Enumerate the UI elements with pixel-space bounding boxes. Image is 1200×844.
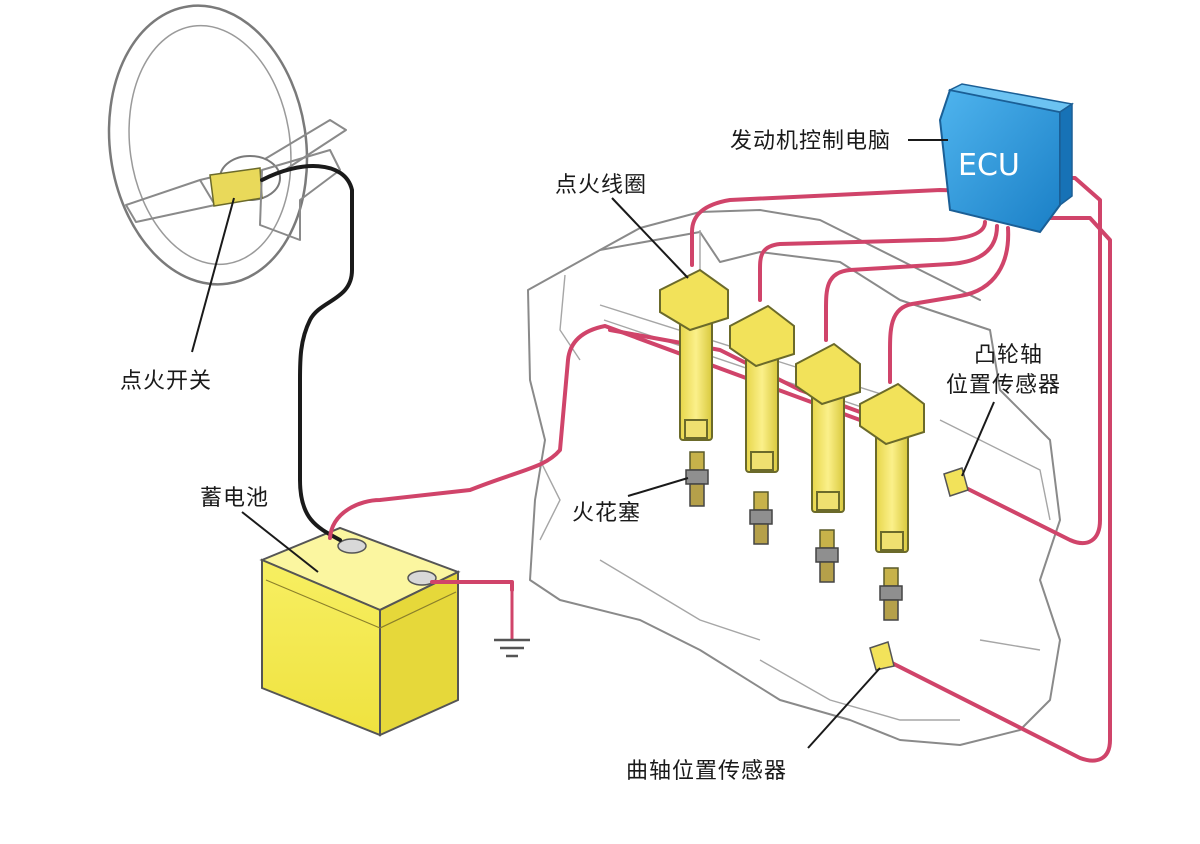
camshaft-sensor-label-1: 凸轮轴 xyxy=(974,343,1043,368)
battery-label: 蓄电池 xyxy=(200,486,269,511)
spark-plug-label: 火花塞 xyxy=(572,501,641,526)
battery-icon xyxy=(259,526,461,737)
ignition-coil-label: 点火线圈 xyxy=(555,173,647,198)
ground-symbol-icon xyxy=(494,588,530,658)
ecu-name-label: 发动机控制电脑 xyxy=(730,129,891,154)
steering-wheel-icon xyxy=(107,4,347,286)
ignition-switch-label: 点火开关 xyxy=(120,369,212,394)
ecu-box-icon: ECU xyxy=(938,83,1074,234)
spark-plug-4 xyxy=(879,567,903,621)
leader-lines xyxy=(191,139,995,749)
ecu-box-label: ECU xyxy=(958,148,1020,183)
crankshaft-sensor xyxy=(869,641,895,671)
ignition-coil-4 xyxy=(859,382,925,553)
ignition-coil-3 xyxy=(795,342,861,513)
power-wire xyxy=(260,164,354,542)
camshaft-sensor-label-2: 位置传感器 xyxy=(946,373,1061,398)
spark-plug-1 xyxy=(685,451,709,507)
spark-plug-icon xyxy=(685,451,903,621)
ignition-coil-1 xyxy=(659,268,729,441)
ignition-coil-icon xyxy=(659,268,925,553)
spark-plug-2 xyxy=(749,491,773,545)
spark-plug-3 xyxy=(815,529,839,583)
crankshaft-sensor-label: 曲轴位置传感器 xyxy=(626,759,787,784)
ignition-coil-2 xyxy=(729,304,795,473)
